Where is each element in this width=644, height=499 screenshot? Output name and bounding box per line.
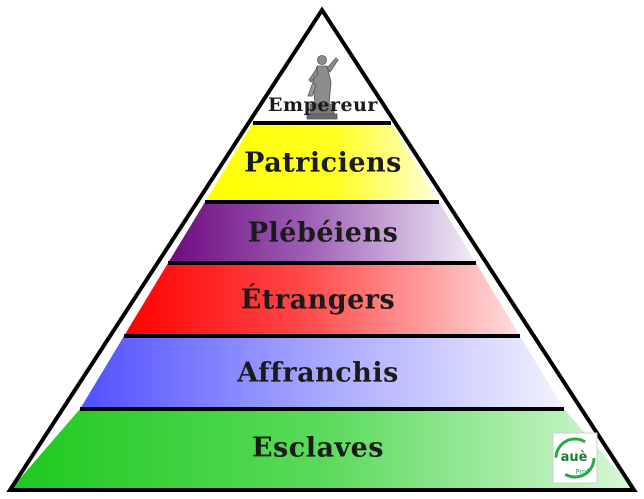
- emperor-statue-icon: [306, 55, 339, 120]
- tier-band-etrangers: [124, 263, 520, 336]
- tier-label-plebeiens: Plébéiens: [248, 218, 399, 249]
- tier-band-patriciens: [205, 123, 439, 202]
- logo-badge: auè Prof: [552, 432, 598, 484]
- logo-subtext: Prof: [575, 468, 589, 476]
- tier-label-etrangers: Étrangers: [241, 283, 395, 316]
- tier-band-esclaves: [10, 409, 634, 490]
- logo-text: auè: [561, 450, 588, 465]
- tier-band-plebeiens: [168, 202, 476, 263]
- tier-label-patriciens: Patriciens: [244, 148, 402, 179]
- tier-band-affranchis: [80, 336, 564, 409]
- pyramid-outline: [6, 6, 638, 492]
- tier-label-affranchis: Affranchis: [236, 358, 399, 389]
- tier-label-esclaves: Esclaves: [252, 433, 384, 464]
- tier-label-empereur: Empereur: [268, 94, 378, 116]
